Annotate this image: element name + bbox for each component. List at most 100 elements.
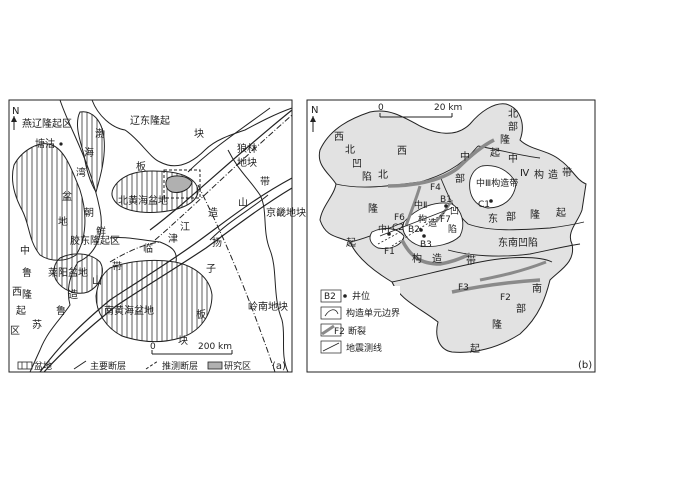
label-b-zao3: 造 <box>432 252 442 265</box>
scale-a-dist: 200 km <box>198 342 232 352</box>
legend-b-well-sym: B2 <box>324 292 336 302</box>
laiyang-basin <box>53 253 103 294</box>
north-arrow-a: N <box>11 106 19 130</box>
label-jiaodong: 胶东隆起区 <box>70 234 120 247</box>
panel-b-map: N 0 20 km 西 北 凹 陷 西 北 北 部 隆 起 中 部 中 Ⅳ 构 … <box>306 99 596 373</box>
fault-F4 <box>387 138 495 188</box>
label-well-b1: B1 <box>440 195 452 205</box>
legend-b-fault: 断裂 <box>348 325 366 337</box>
seismic-line-2 <box>391 211 447 247</box>
major-fault-1 <box>39 177 293 373</box>
label-north-yellow-sea: 北黄海盆地 <box>118 194 168 207</box>
unit-III <box>469 165 517 209</box>
label-di: 地 <box>58 215 68 228</box>
label-dikuai: 地块 <box>237 156 257 169</box>
panel-a-coast-jiaodong <box>109 237 177 263</box>
label-b-long4: 隆 <box>492 318 502 331</box>
label-shan2: 山 <box>92 275 102 287</box>
panel-a-tag: (a) <box>272 361 286 372</box>
label-lu: 鲁 <box>22 266 32 279</box>
label-zi: 子 <box>206 263 216 275</box>
north-label-a: N <box>12 106 19 117</box>
label-b-xian2: 陷 <box>448 223 457 235</box>
major-fault-2 <box>43 187 293 373</box>
label-b-qi: 起 <box>490 147 500 159</box>
scale-bar-b: 0 20 km <box>378 103 462 118</box>
label-fault-f2: F2 <box>500 293 511 303</box>
study-area-box <box>163 169 201 199</box>
legend-b: B2 井位 构造单元边界 F2 断裂 地震测线 <box>318 286 400 362</box>
legend-b-seismic: 地震测线 <box>346 342 382 354</box>
label-fault-f4: F4 <box>430 183 441 193</box>
label-bo: 渤 <box>95 127 105 140</box>
label-b-gou: 构 <box>534 168 544 181</box>
label-fault-f3: F3 <box>458 283 469 293</box>
panel-a-coast-north <box>91 99 293 167</box>
legend-a-study: 研究区 <box>224 360 251 372</box>
label-b-zao: 造 <box>548 168 558 181</box>
inferred-fault-2 <box>197 184 276 373</box>
label-b-bu1: 部 <box>455 172 465 185</box>
label-b-bei: 北 <box>345 144 355 156</box>
label-well-b3: B3 <box>420 240 432 250</box>
label-b-nan: 南 <box>532 282 542 295</box>
label-jiang: 江 <box>180 221 190 233</box>
label-b-i: 中I <box>378 223 390 235</box>
label-b-dai2: 带 <box>466 255 476 267</box>
seismic-line-3 <box>377 231 401 245</box>
label-tanggu: 塘沽 <box>35 137 55 150</box>
label-fault-f7: F7 <box>440 215 451 225</box>
label-dai2: 带 <box>112 261 122 273</box>
label-b-zhong2: 中 <box>508 152 518 165</box>
major-fault-4 <box>187 107 271 173</box>
label-xi: 西 <box>12 287 22 298</box>
label-well-c1: C1 <box>478 200 490 210</box>
south-yellow-sea-basin <box>95 259 213 343</box>
label-b-bu: 部 <box>508 120 518 133</box>
legend-b-fault-sym: F2 <box>334 327 345 337</box>
well-B2 <box>419 228 423 232</box>
scale-b-zero: 0 <box>378 103 384 113</box>
label-liaodong: 辽东隆起 <box>130 114 170 127</box>
label-b-gz: 构 <box>418 213 427 225</box>
label-b-gz2: 构 <box>412 252 422 265</box>
well-B3 <box>422 234 426 238</box>
label-dai: 带 <box>260 176 270 188</box>
well-C2 <box>387 232 391 236</box>
label-b-ao2: 凹 <box>450 207 459 217</box>
major-fault-3 <box>149 109 293 231</box>
label-yang: 扬 <box>212 236 222 249</box>
panel-a-coast-east <box>227 149 289 373</box>
fault-F3 <box>400 239 471 266</box>
label-fault-f1: F1 <box>384 247 395 257</box>
label-chao: 朝 <box>84 207 94 219</box>
label-well-b2: B2 <box>408 225 420 235</box>
label-b-iii: 中Ⅲ构造带 <box>476 177 518 189</box>
label-b-bei2: 北 <box>378 169 388 181</box>
label-jingji: 京畿地块 <box>266 206 306 219</box>
label-langlin: 狼林 <box>237 142 257 155</box>
label-b-ao: 凹 <box>352 159 362 170</box>
label-xian: 鲜 <box>96 225 106 238</box>
label-qu: 区 <box>10 325 20 337</box>
north-arrow-b: N <box>310 105 318 132</box>
bohai-basin-north <box>77 111 105 194</box>
label-jin: 津 <box>168 233 178 245</box>
label-b-dong: 东 <box>488 212 498 225</box>
label-b-qi4: 起 <box>470 343 480 355</box>
well-C1 <box>489 199 493 203</box>
unit-II <box>402 202 464 247</box>
label-su: 苏 <box>32 318 42 331</box>
label-b-zao2: 造 <box>428 217 437 229</box>
fault-F2b <box>479 260 547 282</box>
legend-a-fault: 主要断层 <box>90 360 126 372</box>
label-south-yellow-sea: 南黄海盆地 <box>104 304 154 317</box>
label-kuai2: 块 <box>178 335 188 347</box>
label-zao: 造 <box>208 206 218 219</box>
inferred-fault-1 <box>154 114 293 241</box>
label-ban: 板 <box>136 160 146 173</box>
fault-F2 <box>451 278 541 294</box>
label-b-dai: 带 <box>562 167 572 179</box>
label-well-c2: C2 <box>392 223 404 233</box>
